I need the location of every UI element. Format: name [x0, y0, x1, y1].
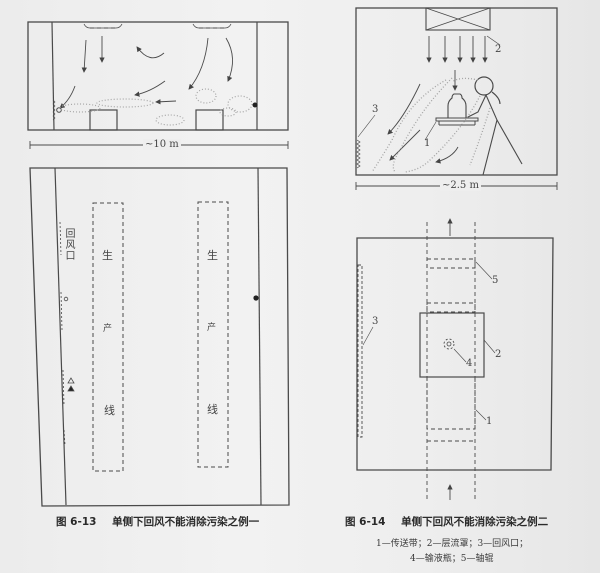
- fig14-particle-cloud: [371, 77, 491, 173]
- fig14-plan-callout-2: 2: [495, 349, 502, 360]
- fig14-plan-callout-4: 4: [466, 358, 473, 369]
- fig13-line2-char-1: 生: [207, 249, 218, 262]
- fig14-dimension-label: ~2.5 m: [440, 180, 481, 191]
- fig14-plan-callout-1: 1: [486, 416, 493, 427]
- fig13-line1-char-3: 线: [104, 404, 115, 417]
- fig13-plan-view: [29, 167, 290, 507]
- fig14-caption-number: 图 6-14: [345, 516, 386, 528]
- fig14-section-callout-3: 3: [372, 104, 379, 115]
- fig14-caption-title: 单侧下回风不能消除污染之例二: [401, 516, 549, 528]
- fig13-return-air-label: 回风口: [63, 228, 74, 261]
- fig13-line1-char-2: 产: [103, 324, 113, 334]
- fig14-section-view: [355, 7, 558, 190]
- fig14-legend-line-1: 1—传送带；2—层流罩；3—回风口；: [376, 539, 529, 549]
- fig14-plan-callout-5: 5: [492, 275, 499, 286]
- fig14-legend-line-2: 4—输液瓶；5—轴辊: [410, 554, 494, 564]
- fig13-line2-char-2: 产: [207, 323, 217, 333]
- fig13-caption-title: 单侧下回风不能消除污染之例一: [112, 516, 260, 528]
- fig14-section-callout-1: 1: [424, 138, 431, 149]
- fig13-dimension-label: ~10 m: [143, 139, 181, 150]
- fig14-caption: 图 6-14 单侧下回风不能消除污染之例二: [345, 514, 548, 529]
- fig13-particle-cloud: [59, 88, 253, 126]
- fig13-line2-char-3: 线: [207, 403, 218, 416]
- fig13-caption-number: 图 6-13: [56, 516, 97, 528]
- fig13-caption: 图 6-13 单侧下回风不能消除污染之例一: [56, 514, 259, 529]
- fig14-plan-callout-3: 3: [372, 316, 379, 327]
- fig14-section-callout-2: 2: [495, 44, 502, 55]
- fig14-plan-view: [356, 218, 554, 500]
- fig13-line1-char-1: 生: [102, 249, 113, 262]
- fig13-section-view: [27, 21, 289, 149]
